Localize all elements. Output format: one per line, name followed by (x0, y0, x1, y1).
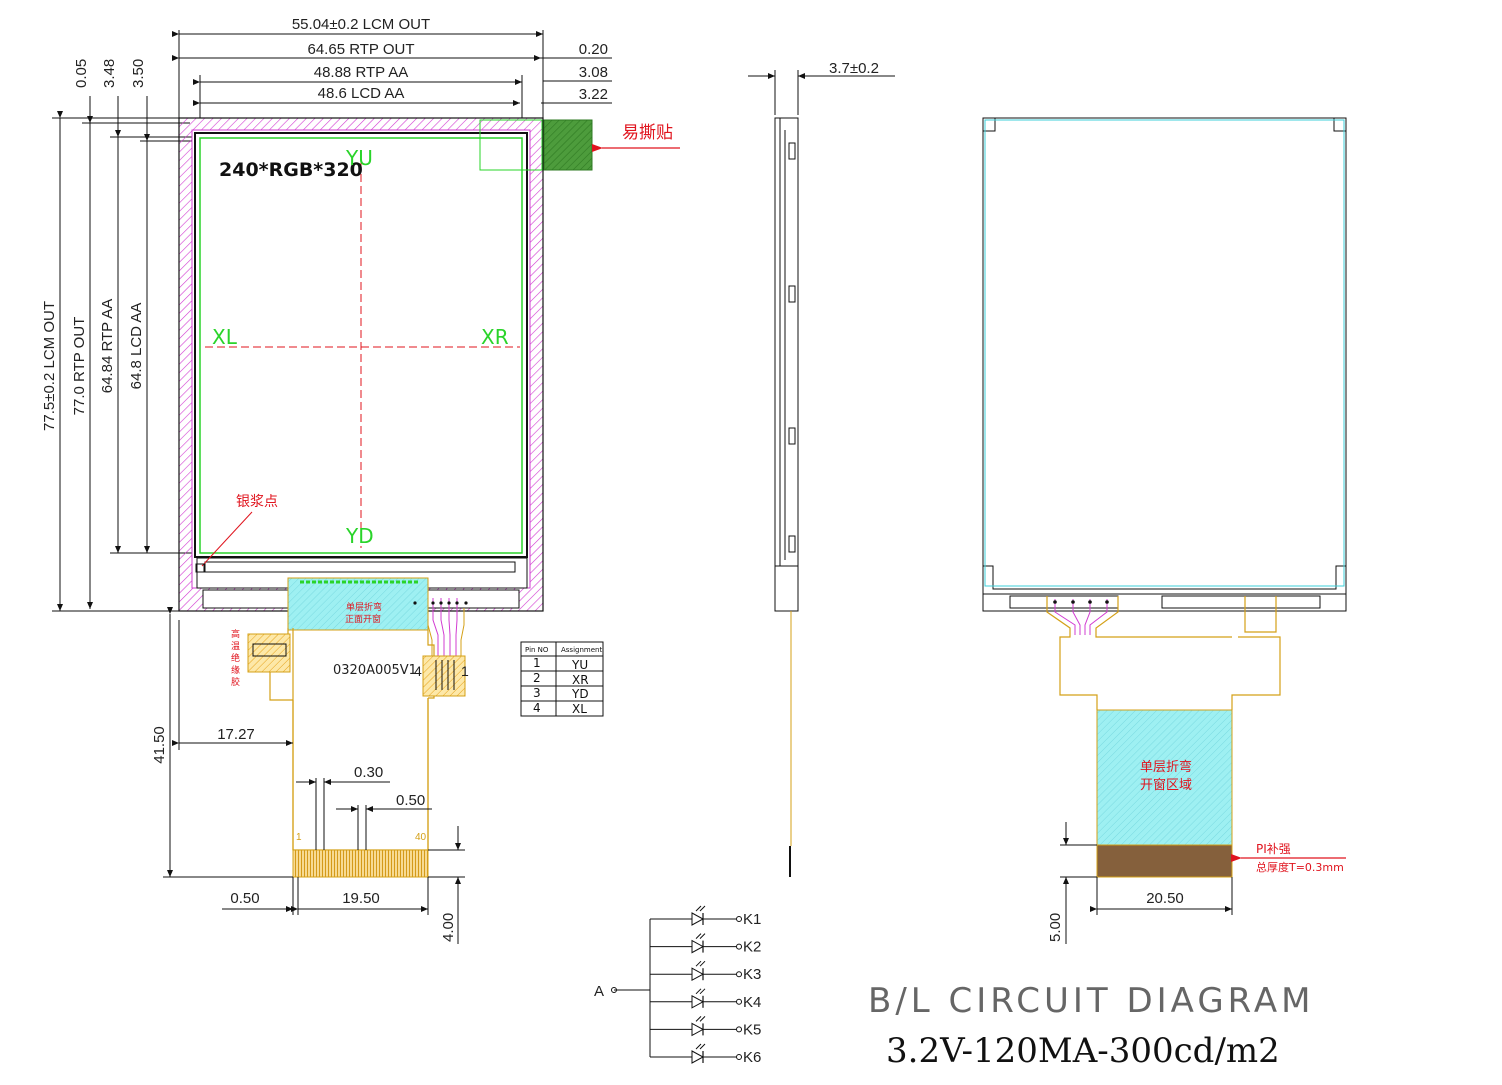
cathode-label-k3: K3 (743, 966, 761, 983)
pin-table-header-pin: Pin NO (525, 646, 549, 654)
dim-left-offset-1: 0.05 (73, 59, 90, 88)
dim-left-offset-2: 3.48 (101, 59, 118, 88)
label-yu: YU (345, 146, 373, 170)
dim-lcm-out-width: 55.04±0.2 LCM OUT (292, 16, 430, 33)
fpc-right-edge (427, 630, 435, 699)
insulation-char-2: 温 (231, 641, 240, 652)
tp-tail-traces (427, 598, 465, 660)
label-xl: XL (212, 325, 238, 349)
ic-area (204, 561, 516, 573)
fpc-gold-fingers (292, 849, 429, 878)
rear-panel-outline (984, 119, 1345, 587)
circuit-title: B/L CIRCUIT DIAGRAM (868, 981, 1315, 1021)
dim-lcd-aa-height: 64.8 LCD AA (128, 303, 145, 390)
pi-stiffener-label: PI补强 (1256, 842, 1291, 856)
cathode-label-k2: K2 (743, 939, 761, 956)
dim-lcd-aa-width: 48.6 LCD AA (318, 85, 405, 102)
easy-peel-tab (543, 119, 593, 171)
front-window-label: 正面开窗 (345, 613, 381, 625)
label-xr: XR (481, 325, 509, 349)
dim-thickness: 3.7±0.2 (829, 60, 879, 77)
dim-top-right-3: 3.22 (579, 86, 608, 103)
bend-window-label-1: 单层折弯 (1140, 759, 1192, 775)
dim-rtp-out-width: 64.65 RTP OUT (308, 41, 415, 58)
backlight-spec: 3.2V-120MA-300cd/m2 (886, 1031, 1280, 1071)
dim-rear-stiffener-height: 5.00 (1047, 913, 1064, 942)
led-k5: K5 (650, 1016, 761, 1038)
rear-view: 单层折弯 开窗区域 PI补强 总厚度T=0.3mm 20.50 5.00 (982, 117, 1347, 944)
dim-top-right-2: 3.08 (579, 64, 608, 81)
dim-fpc-length: 41.50 (151, 726, 168, 764)
front-window-area (287, 577, 429, 631)
insulation-char-3: 绝 (231, 652, 240, 664)
tp-connector-pad (422, 655, 466, 697)
silver-dot (195, 563, 205, 573)
fpc-pin-last: 40 (415, 832, 427, 843)
pin-table-row-4-assign: XL (572, 702, 587, 716)
pin-table-row-2-no: 2 (533, 671, 541, 685)
pin-table-row-3-no: 3 (533, 686, 541, 700)
dim-rear-stiffener-width: 20.50 (1146, 890, 1184, 907)
insulation-char-1: 高 (231, 628, 240, 640)
side-view: 3.7±0.2 (748, 60, 895, 877)
bend-window-area (1096, 709, 1233, 846)
fpc-dimensions (163, 607, 465, 944)
insulation-char-5: 胶 (231, 676, 240, 688)
bend-window-label-2: 开窗区域 (1140, 777, 1192, 793)
pin-table-row-2-assign: XR (572, 673, 589, 687)
pin-table-row-4-no: 4 (533, 701, 541, 715)
fpc-pin-first: 1 (296, 832, 302, 843)
pin-table-row-1-assign: YU (571, 658, 588, 672)
fpc-part-code: 0320A005V1 (333, 663, 417, 678)
pin-table-row-3-assign: YD (571, 687, 589, 701)
front-window-top: 单层折弯 (346, 601, 382, 613)
cathode-label-k1: K1 (743, 911, 761, 928)
insulation-char-4: 缘 (231, 664, 240, 676)
dim-rtp-out-height: 77.0 RTP OUT (71, 317, 88, 416)
easy-peel-label: 易撕贴 (622, 123, 673, 143)
label-yd: YD (345, 524, 374, 548)
cathode-label-k4: K4 (743, 994, 761, 1011)
total-thickness-label: 总厚度T=0.3mm (1256, 860, 1344, 874)
dim-top-right-1: 0.20 (579, 41, 608, 58)
pin-table-header-assignment: Assignment (561, 646, 602, 654)
pin-table-row-1-no: 1 (533, 656, 541, 670)
cathode-label-k6: K6 (743, 1049, 761, 1066)
led-k1: K1 (650, 905, 761, 928)
lcd-active-area (199, 137, 523, 554)
led-k4: K4 (650, 988, 761, 1011)
rear-tp-traces (1054, 599, 1108, 635)
silver-dot-leader (201, 511, 253, 567)
silver-dot-label: 银浆点 (236, 494, 278, 510)
dim-edge-offset: 0.50 (230, 890, 259, 907)
dim-pin-width: 0.50 (396, 792, 425, 809)
tp-pin-1-label: 1 (461, 663, 469, 679)
easy-peel-outline (479, 119, 543, 171)
dim-pin-pitch: 0.30 (354, 764, 383, 781)
top-dimensions (172, 30, 612, 118)
rear-fpc-outline (1046, 596, 1281, 710)
anode-label: A (594, 983, 604, 1000)
dim-fpc-offset: 17.27 (217, 726, 255, 743)
dim-rtp-aa-width: 48.88 RTP AA (314, 64, 409, 81)
front-view: 55.04±0.2 LCM OUT 64.65 RTP OUT 48.88 RT… (41, 16, 680, 944)
dim-connector-width: 19.50 (342, 890, 380, 907)
pin-assignment-table (520, 641, 604, 717)
dim-rtp-aa-height: 64.84 RTP AA (99, 299, 116, 394)
dim-lcm-out-height: 77.5±0.2 LCM OUT (41, 301, 58, 431)
dim-connector-height: 4.00 (440, 913, 457, 942)
tp-pin-4-label: 4 (414, 663, 422, 679)
resolution-label: 240*RGB*320 (219, 159, 363, 181)
insulation-tape (247, 633, 291, 673)
cathode-label-k5: K5 (743, 1021, 761, 1038)
led-k2: K2 (650, 933, 761, 956)
dim-left-offset-3: 3.50 (130, 59, 147, 88)
tp-pad-dots (413, 601, 468, 605)
led-k3: K3 (650, 960, 761, 983)
pi-stiffener (1096, 844, 1233, 878)
led-k6: K6 (650, 1043, 761, 1066)
